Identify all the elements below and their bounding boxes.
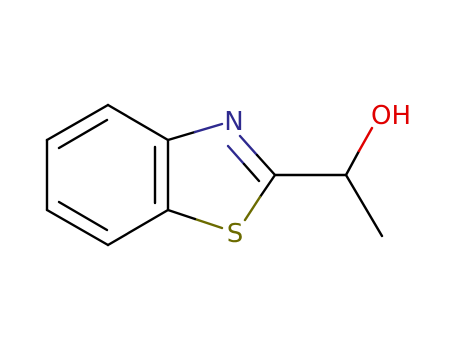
sulfur-atom-label: S [227,219,244,249]
bond-c5-c4-inner [57,200,109,232]
hydroxyl-label: OH [371,101,411,131]
bond-cH-o-red [357,126,374,153]
bond-s-c3a-olive [193,217,224,230]
bond-c7a-n-blue [193,122,224,134]
bond-c2-s-black [258,173,277,199]
bond-c7-c6-inner [57,118,109,150]
nitrogen-atom-label: N [224,107,243,137]
bond-cH-ch3 [344,173,384,238]
bond-c5-c4 [45,208,110,247]
bond-c4-c3a [106,208,170,247]
bond-c7-c6 [45,103,110,142]
bond-cH-o-black [344,149,361,177]
bond-n-c2-blue [238,134,259,157]
bond-n-c2-inner-black [242,162,261,183]
bond-c7a-n-black [166,130,197,142]
bond-s-c3a-black [166,208,197,221]
bond-n-c2-black [255,153,277,177]
bond-c2-s-olive [243,195,262,222]
bond-c7a-c7 [106,103,170,142]
bond-n-c2-inner-blue [226,144,246,166]
